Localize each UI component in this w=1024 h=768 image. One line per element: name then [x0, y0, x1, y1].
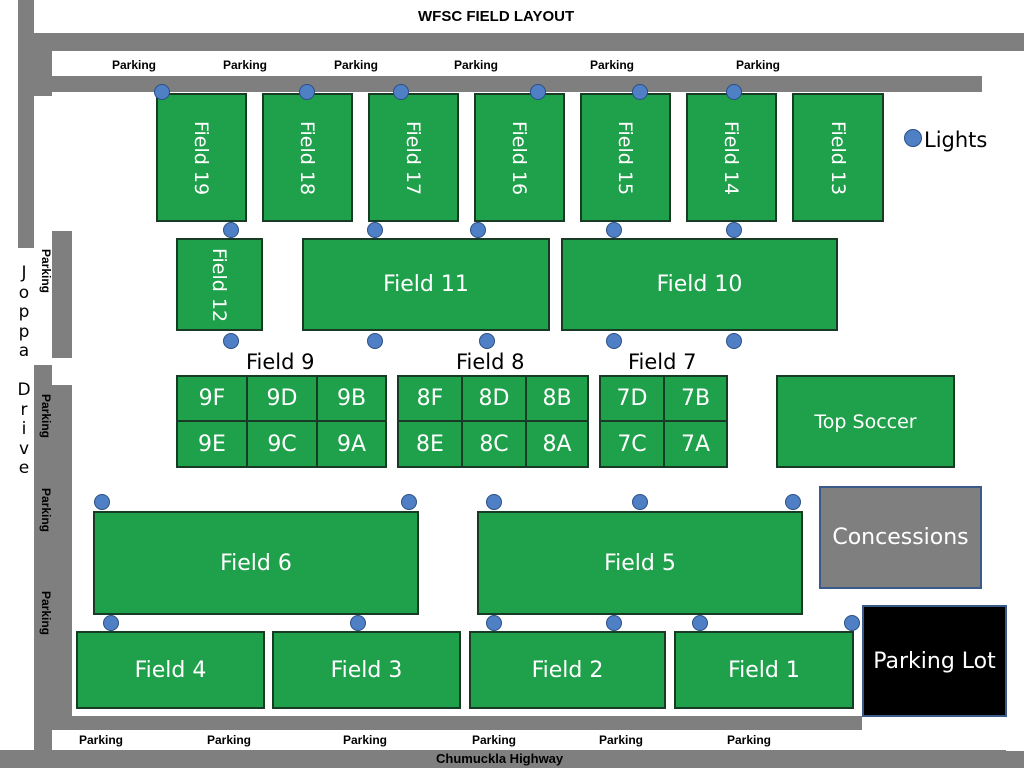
field-15[interactable]: Field 15: [580, 93, 671, 222]
field-13[interactable]: Field 13: [792, 93, 884, 222]
subfield-8d[interactable]: 8D: [461, 375, 527, 422]
light-icon: [299, 84, 315, 100]
field-5[interactable]: Field 5: [477, 511, 803, 615]
subfield-9f[interactable]: 9F: [176, 375, 248, 422]
parking-label-top: Parking: [334, 58, 379, 72]
light-icon: [154, 84, 170, 100]
map-title: WFSC FIELD LAYOUT: [418, 8, 575, 25]
light-icon: [692, 615, 708, 631]
light-icon: [632, 84, 648, 100]
subfield-7a[interactable]: 7A: [663, 420, 728, 468]
left-road-upper: [18, 0, 34, 248]
light-icon: [632, 494, 648, 510]
parking-label-bottom: Parking: [343, 733, 388, 747]
field-3[interactable]: Field 3: [272, 631, 461, 709]
light-icon: [486, 494, 502, 510]
right-road: [1006, 51, 1024, 751]
subfield-9d[interactable]: 9D: [246, 375, 318, 422]
parking-label-top: Parking: [223, 58, 268, 72]
field-14[interactable]: Field 14: [686, 93, 777, 222]
field-6[interactable]: Field 6: [93, 511, 419, 615]
parking-label-bottom: Parking: [79, 733, 124, 747]
light-legend-icon: [904, 129, 922, 147]
parking-label-top: Parking: [736, 58, 781, 72]
inner-left-road-lower: [52, 385, 72, 730]
subfield-8c[interactable]: 8C: [461, 420, 527, 468]
field-1[interactable]: Field 1: [674, 631, 854, 709]
chumuckla-highway-label: Chumuckla Highway: [436, 751, 564, 766]
light-icon: [726, 222, 742, 238]
subfield-8f[interactable]: 8F: [397, 375, 463, 422]
light-icon: [470, 222, 486, 238]
light-icon: [530, 84, 546, 100]
light-icon: [350, 615, 366, 631]
field-19[interactable]: Field 19: [156, 93, 247, 222]
light-icon: [223, 333, 239, 349]
light-icon: [726, 84, 742, 100]
field-18[interactable]: Field 18: [262, 93, 353, 222]
field-17[interactable]: Field 17: [368, 93, 459, 222]
light-icon: [367, 222, 383, 238]
lights-legend-label: Lights: [924, 128, 988, 152]
field-12[interactable]: Field 12: [176, 238, 263, 331]
left-road-lower: [18, 248, 34, 750]
parking-label-bottom: Parking: [472, 733, 517, 747]
left-edge-road: [34, 365, 52, 750]
subfield-7c[interactable]: 7C: [599, 420, 665, 468]
light-icon: [606, 222, 622, 238]
field-7-label: Field 7: [628, 350, 697, 374]
inner-road-top: [52, 76, 982, 92]
parking-label-top: Parking: [590, 58, 635, 72]
subfield-8a[interactable]: 8A: [525, 420, 589, 468]
light-icon: [606, 333, 622, 349]
parking-label-left: Parking: [39, 393, 54, 439]
subfield-7b[interactable]: 7B: [663, 375, 728, 422]
field-8-label: Field 8: [456, 350, 525, 374]
top-road: [34, 33, 1024, 51]
concessions-building[interactable]: Concessions: [819, 486, 982, 589]
field-16[interactable]: Field 16: [474, 93, 565, 222]
light-icon: [103, 615, 119, 631]
light-icon: [94, 494, 110, 510]
subfield-7d[interactable]: 7D: [599, 375, 665, 422]
parking-label-top: Parking: [112, 58, 157, 72]
light-icon: [479, 333, 495, 349]
parking-lot[interactable]: Parking Lot: [862, 605, 1007, 717]
parking-label-top: Parking: [454, 58, 499, 72]
parking-label-bottom: Parking: [207, 733, 252, 747]
subfield-9e[interactable]: 9E: [176, 420, 248, 468]
light-icon: [367, 333, 383, 349]
field-9-label: Field 9: [246, 350, 315, 374]
light-icon: [785, 494, 801, 510]
inner-left-road-top: [34, 51, 52, 96]
field-4[interactable]: Field 4: [76, 631, 265, 709]
light-icon: [606, 615, 622, 631]
light-icon: [726, 333, 742, 349]
light-icon: [844, 615, 860, 631]
bottom-road-inner: [52, 716, 862, 730]
subfield-9c[interactable]: 9C: [246, 420, 318, 468]
light-icon: [486, 615, 502, 631]
top-soccer-field[interactable]: Top Soccer: [776, 375, 955, 468]
parking-label-bottom: Parking: [727, 733, 772, 747]
parking-label-left: Parking: [39, 487, 54, 533]
light-icon: [393, 84, 409, 100]
field-11[interactable]: Field 11: [302, 238, 550, 331]
subfield-8b[interactable]: 8B: [525, 375, 589, 422]
light-icon: [223, 222, 239, 238]
light-icon: [401, 494, 417, 510]
bottom-road: [0, 750, 1024, 768]
parking-label-bottom: Parking: [599, 733, 644, 747]
subfield-9b[interactable]: 9B: [316, 375, 387, 422]
subfield-9a[interactable]: 9A: [316, 420, 387, 468]
field-10[interactable]: Field 10: [561, 238, 838, 331]
parking-label-left: Parking: [39, 248, 54, 294]
field-2[interactable]: Field 2: [469, 631, 666, 709]
parking-label-left: Parking: [39, 590, 54, 636]
subfield-8e[interactable]: 8E: [397, 420, 463, 468]
inner-left-road: [52, 231, 72, 358]
